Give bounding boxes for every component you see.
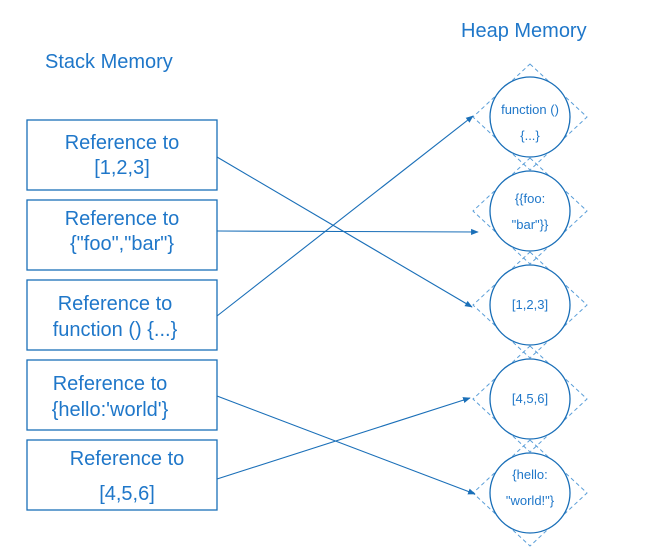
reference-arrow (216, 395, 476, 495)
reference-arrow (216, 397, 471, 480)
heap-node-label-line1: {{foo: (515, 191, 545, 206)
stack-box-label-line1: Reference to (65, 132, 180, 154)
heap-node-label-line1: [4,5,6] (512, 391, 548, 406)
reference-arrow (216, 115, 474, 317)
stack-box-label-line1: Reference to (65, 208, 180, 230)
stack-box-label-line1: Reference to (70, 448, 185, 470)
stack-memory-title: Stack Memory (45, 51, 173, 73)
stack-box: Reference to function () {...} (26, 279, 218, 351)
stack-box: Reference to [4,5,6] (26, 439, 218, 511)
heap-node-label-line2: {...} (520, 128, 540, 143)
stack-box-label-line2: {"foo","bar"} (70, 233, 174, 255)
heap-memory-title: Heap Memory (461, 20, 587, 42)
heap-node: [1,2,3] (472, 251, 588, 359)
heap-node: function () {...} (472, 63, 588, 171)
stack-box-label-line2: [1,2,3] (94, 157, 150, 179)
heap-node-label-line1: [1,2,3] (512, 297, 548, 312)
heap-node-label-line1: function () (501, 102, 559, 117)
stack-box: Reference to {hello:'world'} (26, 359, 218, 431)
heap-node: [4,5,6] (472, 345, 588, 453)
heap-node: {hello: "world!"} (472, 439, 588, 547)
heap-node-label-line1: {hello: (512, 467, 547, 482)
stack-box-label-line1: Reference to (53, 373, 168, 395)
stack-box: Reference to {"foo","bar"} (26, 199, 218, 271)
stack-box-label-line2: function () {...} (53, 319, 178, 341)
heap-node-label-line2: "bar"}} (512, 217, 549, 232)
stack-box-label-line2: {hello:'world'} (52, 399, 169, 421)
heap-node: {{foo: "bar"}} (472, 157, 588, 265)
heap-node-label-line2: "world!"} (506, 493, 555, 508)
stack-box-label-line1: Reference to (58, 293, 173, 315)
stack-box-label-line2: [4,5,6] (99, 483, 155, 505)
stack-box: Reference to [1,2,3] (26, 119, 218, 191)
reference-arrow (216, 228, 479, 236)
